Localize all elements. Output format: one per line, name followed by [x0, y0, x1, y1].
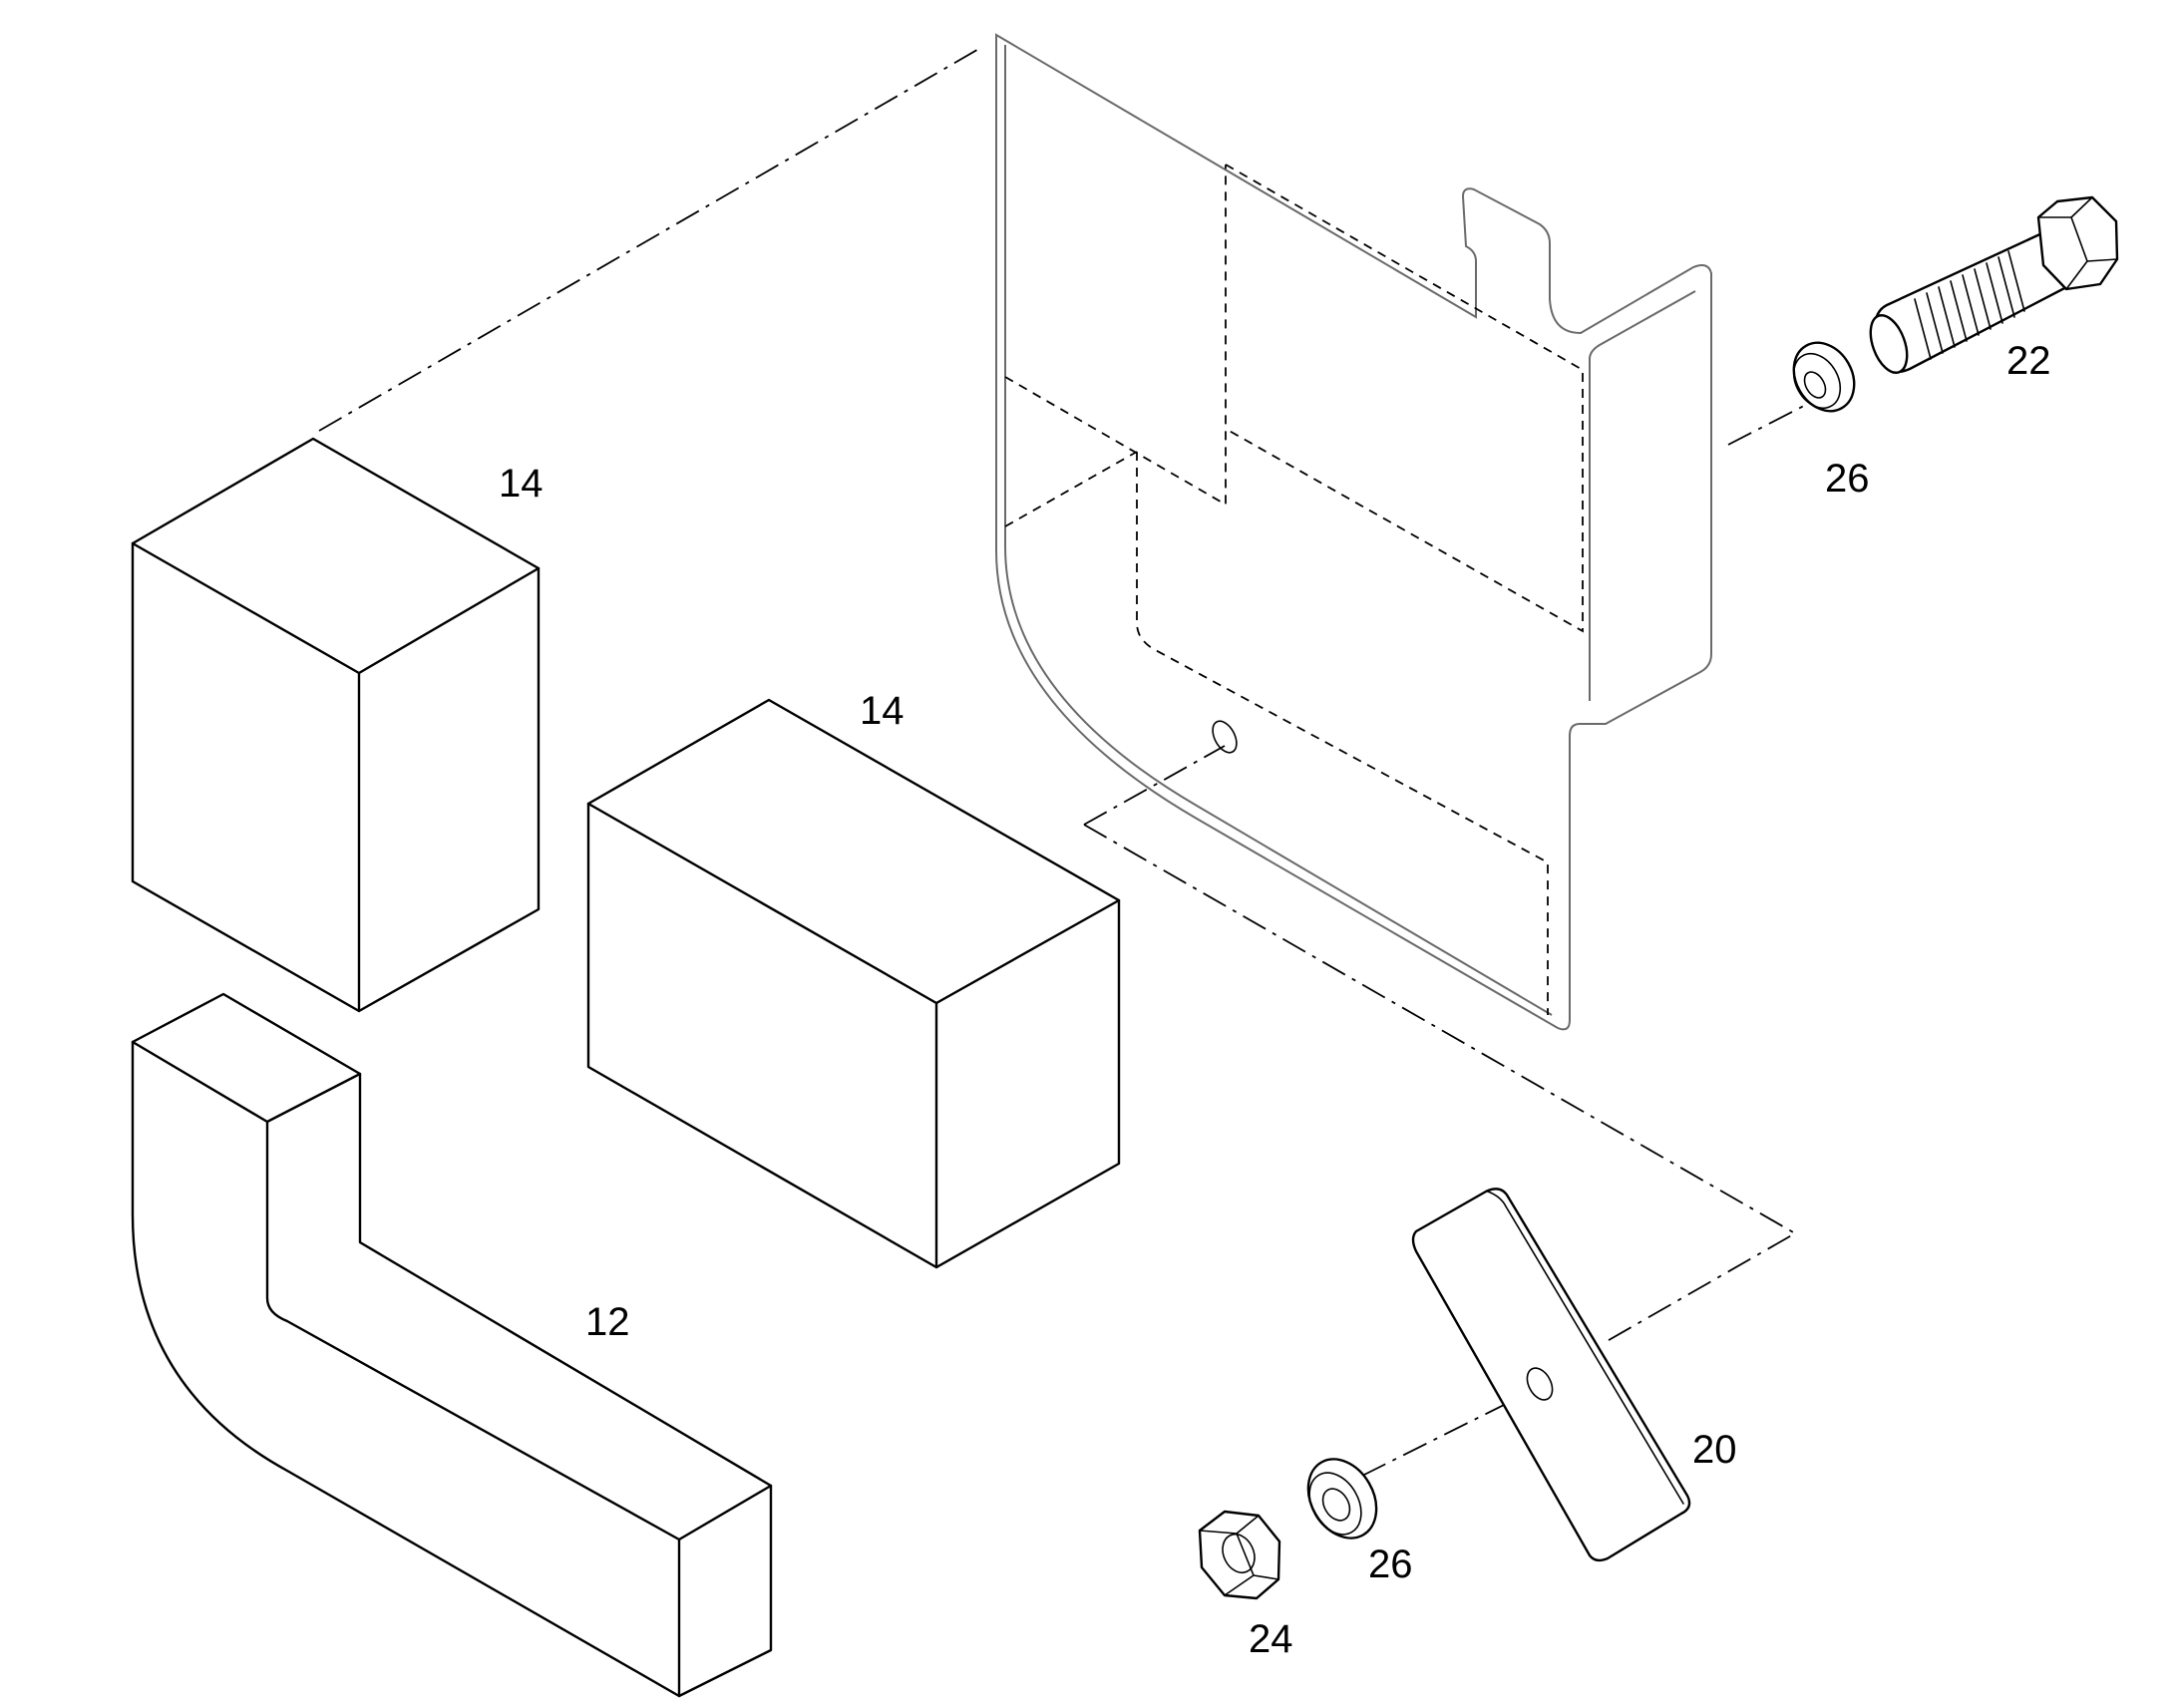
- bolt-thread: [1914, 250, 2025, 360]
- part-labels: 14 14 12 22 26 20 26 24: [499, 339, 2051, 1661]
- bracket-flange-fold: [1589, 290, 1696, 701]
- bracket-outline: [995, 33, 1712, 1031]
- hex-nut: [1198, 1510, 1281, 1600]
- block-lower: [586, 698, 1121, 1269]
- bolt-tip: [1869, 314, 1909, 374]
- axis-line-hole: [1083, 745, 1226, 826]
- label-part-14-upper: 14: [499, 462, 544, 506]
- spacer-plate: [1411, 1188, 1691, 1562]
- label-part-22: 22: [2006, 339, 2051, 383]
- hidden-edges-3: [1136, 452, 1549, 1015]
- washer-bottom: [1306, 1458, 1378, 1539]
- hidden-edges-4: [1004, 451, 1138, 527]
- label-part-12: 12: [585, 1300, 630, 1344]
- hidden-edges-2: [1225, 164, 1584, 633]
- washer-top: [1792, 341, 1856, 413]
- bracket-hole: [1212, 720, 1238, 754]
- label-part-24: 24: [1249, 1617, 1293, 1661]
- label-part-26-top: 26: [1825, 457, 1870, 501]
- mounting-bracket: [995, 33, 1712, 1031]
- hidden-edges-1: [1004, 165, 1227, 507]
- label-part-26-bottom: 26: [1368, 1542, 1413, 1586]
- bolt: [1869, 195, 2119, 374]
- bracket-inner-edge: [1004, 45, 1553, 1016]
- plate-hole: [1526, 1367, 1554, 1401]
- explosion-line-top: [318, 46, 983, 432]
- explosion-line-bottom: [1083, 824, 1797, 1344]
- label-part-20: 20: [1692, 1428, 1737, 1472]
- block-upper: [131, 437, 541, 1013]
- bolt-head-faces: [2037, 196, 2118, 290]
- l-shaped-bar: [131, 992, 773, 1698]
- explosion-lines: [318, 46, 1834, 1477]
- label-part-14-lower: 14: [860, 689, 905, 733]
